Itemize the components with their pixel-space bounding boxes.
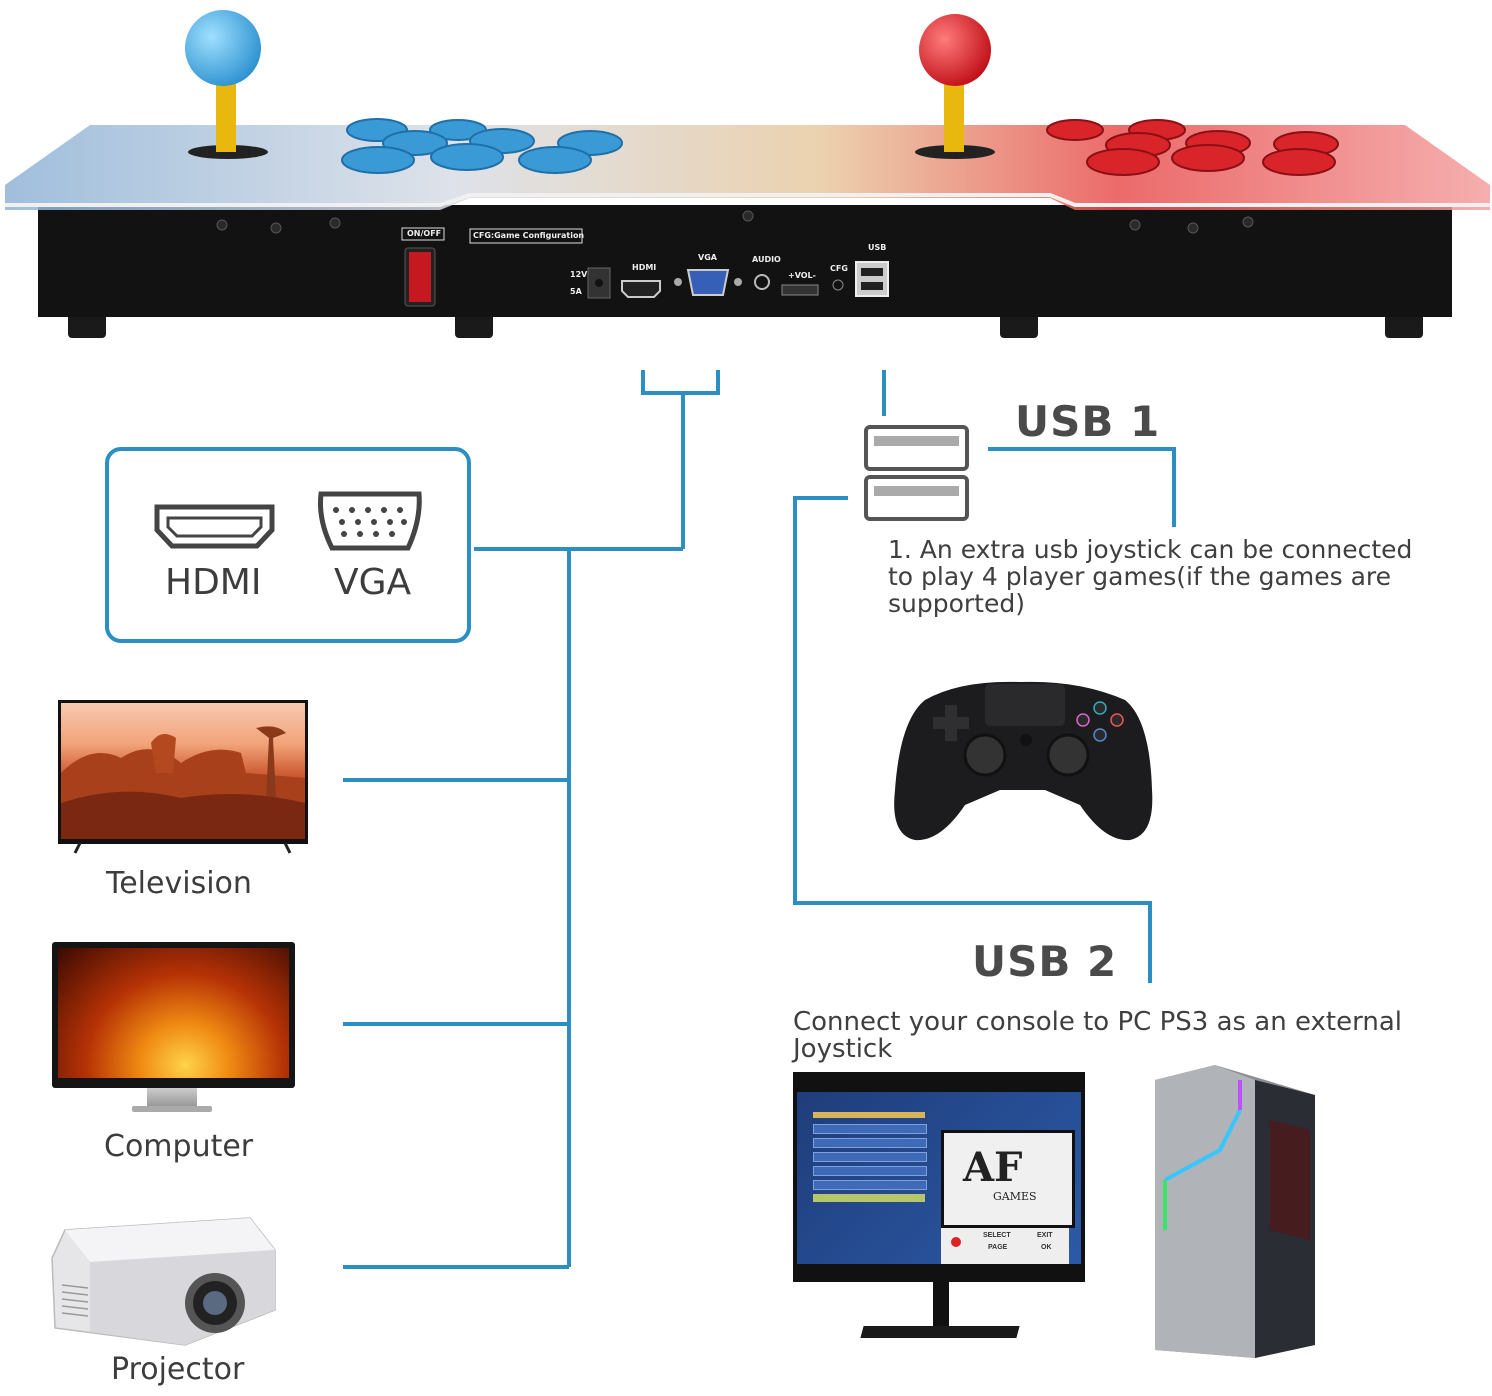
cfg-short-label: CFG [830,264,848,273]
blue-joystick-ball [185,10,261,86]
hdmi-port [621,280,661,298]
monitor-image: AF GAMES SELECT PAGE EXIT OK [793,1072,1085,1282]
on-off-label: ON/OFF [407,229,442,238]
red-joystick-ball [919,14,991,86]
player2-buttons [1046,119,1339,176]
monitor-page: PAGE [988,1244,1008,1251]
monitor-exit: EXIT [1037,1232,1053,1239]
vga-port-label: VGA [698,253,717,262]
console-body [38,205,1452,317]
monitor-logo: AF [963,1144,1023,1191]
power-5a-label: 5A [570,287,582,296]
monitor-stand [933,1282,949,1326]
usb2-description: Connect your console to PC PS3 as an ext… [793,1007,1402,1064]
monitor-base [860,1326,1020,1338]
projector-label: Projector [111,1352,245,1387]
computer-stand [147,1088,197,1106]
monitor-select: SELECT [983,1232,1011,1239]
usb1-line: 1. An extra usb joystick can be connecte… [888,535,1413,564]
computer-base [132,1106,212,1112]
television-label: Television [106,866,252,901]
vga-label: VGA [334,562,412,603]
usb-ports [855,261,889,297]
cfg-config-label: CFG:Game Configuration [473,231,585,240]
hdmi-label: HDMI [165,562,262,603]
usb1-title: USB 1 [1015,397,1161,446]
monitor-logo-sub: GAMES [993,1190,1037,1203]
audio-label: AUDIO [752,255,781,264]
monitor-ok: OK [1041,1244,1052,1251]
television-image [58,700,308,844]
vga-port [686,269,730,296]
player1-buttons [341,118,623,174]
usb-port-label: USB [868,243,887,252]
usb1-description: 1. An extra usb joystick can be connecte… [888,536,1412,617]
usb1-line: supported) [888,589,1025,618]
usb1-line: to play 4 player games(if the games are [888,562,1392,591]
video-output-box [105,447,471,643]
computer-image [52,942,295,1088]
usb2-title: USB 2 [972,937,1118,986]
vol-label: +VOL- [788,271,816,280]
power-12v-label: 12V [570,270,588,279]
hdmi-port-label: HDMI [632,263,657,272]
audio-jack [754,274,770,290]
monitor-joystick-icon [951,1237,961,1247]
computer-label: Computer [104,1129,254,1164]
